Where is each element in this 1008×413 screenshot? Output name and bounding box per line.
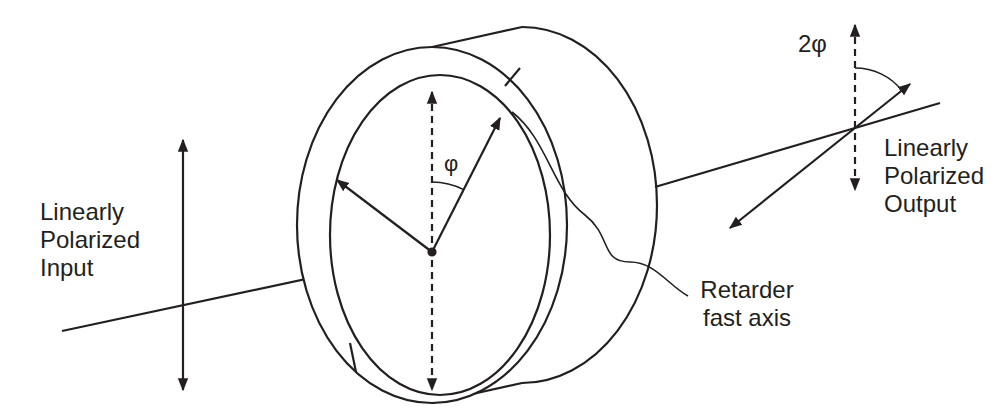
- reference-axis: [854, 25, 856, 190]
- retarder-top-edge: [432, 27, 522, 47]
- reference-axis: [431, 92, 433, 390]
- retarder-inner-ring: [330, 75, 550, 395]
- ring-seam: [505, 68, 520, 86]
- input-label: Linearly Polarized Input: [40, 198, 165, 282]
- center-dot: [429, 249, 436, 256]
- slow-axis-arrow: [337, 180, 432, 252]
- output-polarization-arrow: [730, 84, 910, 228]
- output-label: Linearly Polarized Output: [884, 134, 1002, 218]
- fast-axis-label: Retarder fast axis: [688, 276, 806, 332]
- ring-seam: [350, 343, 356, 372]
- retarder-outer-ring: [297, 47, 567, 403]
- angle-label: φ: [444, 150, 458, 178]
- input-polarization-arrow: [182, 140, 184, 390]
- leader-line: [512, 112, 688, 296]
- angle-label: 2φ: [798, 30, 827, 58]
- angle-arc: [432, 182, 464, 190]
- angle-arc: [855, 68, 902, 91]
- fast-axis-arrow: [432, 118, 500, 252]
